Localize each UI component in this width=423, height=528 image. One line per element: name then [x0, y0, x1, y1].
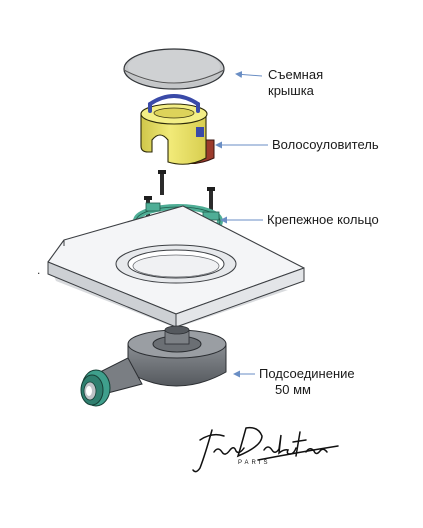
label-line: 50 мм: [275, 382, 311, 397]
label-line: крышка: [268, 83, 314, 98]
removable-cover: [123, 48, 225, 90]
label-connection: Подсоединение 50 мм: [259, 366, 355, 398]
pipe-connector: [80, 369, 111, 407]
brand-city: PARIS: [238, 460, 271, 466]
label-line: Подсоединение: [259, 366, 355, 381]
stray-mark: .: [37, 263, 41, 277]
label-hair-trap: Волосоуловитель: [272, 137, 379, 152]
label-mounting-ring: Крепежное кольцо: [267, 212, 379, 227]
tile-flange-plate: [47, 205, 305, 328]
drain-outlet-body: [99, 325, 227, 395]
label-removable-cover: Съемная крышка: [268, 67, 323, 99]
screw: [207, 187, 215, 212]
screw: [158, 170, 166, 195]
hair-trap: [140, 94, 215, 165]
leader-arrow: [235, 70, 263, 78]
label-line: Съемная: [268, 67, 324, 82]
brand-signature: [192, 426, 339, 473]
